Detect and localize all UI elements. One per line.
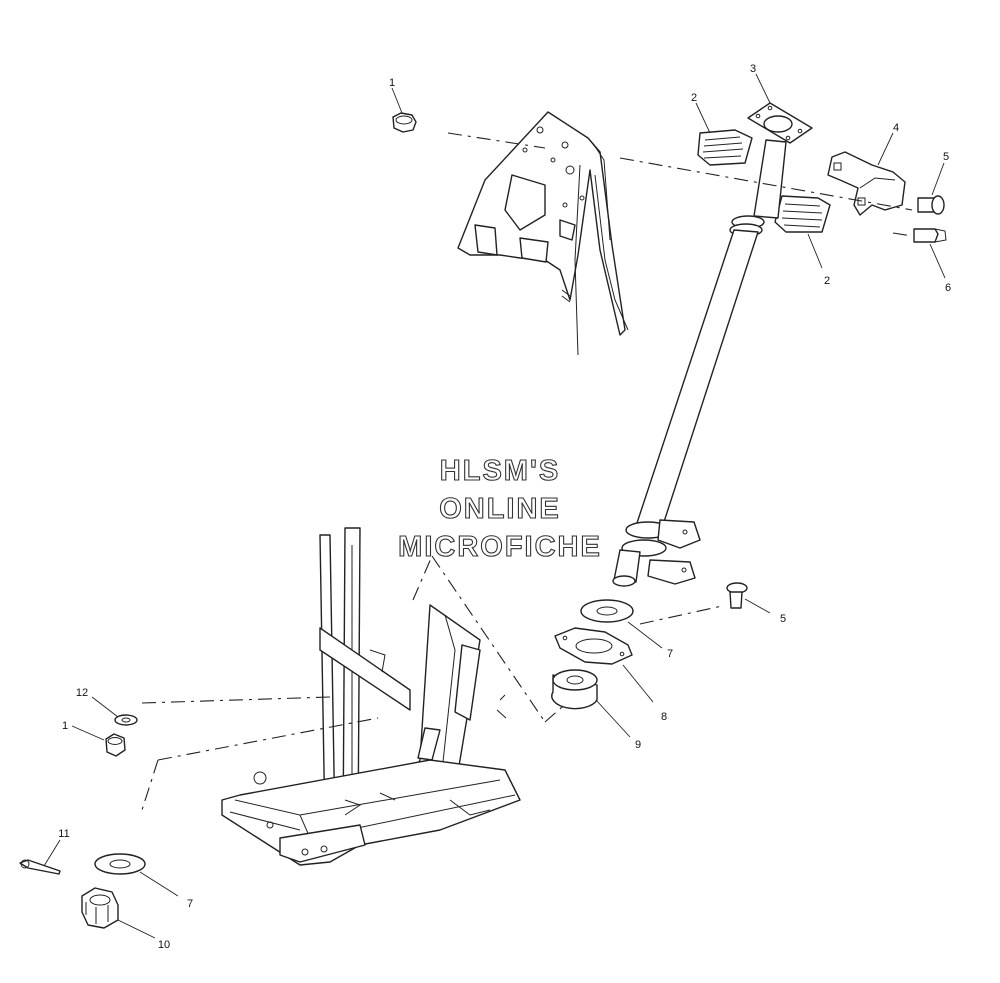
callout-7-bottom: 7 xyxy=(187,898,193,910)
part-5-bolt-mid xyxy=(726,582,771,614)
centerline-upper-3 xyxy=(892,232,913,237)
part-2-bushing-lower xyxy=(774,195,831,269)
callout-9: 9 xyxy=(635,739,641,751)
part-8-flange xyxy=(554,627,654,703)
callout-8: 8 xyxy=(661,711,667,723)
centerline-lower-7 xyxy=(639,605,723,625)
watermark: HLSM'S ONLINE MICROFICHE xyxy=(398,454,602,563)
callout-12: 12 xyxy=(76,687,88,699)
callout-3: 3 xyxy=(750,63,756,75)
callout-4: 4 xyxy=(893,122,899,134)
centerline-lower-3 xyxy=(141,759,159,811)
part-4-clamp xyxy=(827,132,906,216)
part-7-washer-bottom xyxy=(94,853,179,897)
callout-5-top: 5 xyxy=(943,151,949,163)
callout-5-mid: 5 xyxy=(780,613,786,625)
part-2-bushing-upper xyxy=(695,102,753,166)
part-10-castle-nut xyxy=(81,887,156,939)
centerline-upper-2 xyxy=(619,157,913,211)
callouts: 1 2 3 4 5 2 6 5 7 8 9 12 1 11 7 10 xyxy=(58,63,951,951)
part-5-bolt-top xyxy=(917,162,945,215)
watermark-line-3: MICROFICHE xyxy=(398,531,602,563)
lower-frame xyxy=(221,527,521,866)
centerline-lower-2 xyxy=(157,717,379,761)
part-9-bushing xyxy=(551,669,631,738)
callout-10: 10 xyxy=(158,939,170,951)
part-12-washer xyxy=(91,696,138,726)
callout-1-top: 1 xyxy=(389,77,395,89)
callout-2-top: 2 xyxy=(691,92,697,104)
watermark-line-1: HLSM'S xyxy=(440,455,560,487)
part-7-washer-mid xyxy=(580,599,663,649)
centerline-lower-6 xyxy=(544,699,571,723)
callout-6: 6 xyxy=(945,282,951,294)
upper-frame-bracket xyxy=(457,111,629,356)
watermark-line-2: ONLINE xyxy=(439,493,561,525)
callout-2-mid: 2 xyxy=(824,275,830,287)
part-1-nut-top xyxy=(391,87,417,133)
part-1-nut-left xyxy=(71,725,126,757)
callout-11: 11 xyxy=(58,828,69,840)
part-11-cotter-pin xyxy=(19,839,61,875)
centerline-upper-1 xyxy=(447,132,546,149)
centerline-lower-5 xyxy=(431,555,546,723)
centerline-lower-1 xyxy=(141,696,331,704)
centerline-lower-4 xyxy=(412,555,433,601)
part-6-screw xyxy=(913,228,947,279)
callout-1-left: 1 xyxy=(62,720,68,732)
part-3-steering-post xyxy=(612,73,813,587)
callout-7-mid: 7 xyxy=(667,648,673,660)
